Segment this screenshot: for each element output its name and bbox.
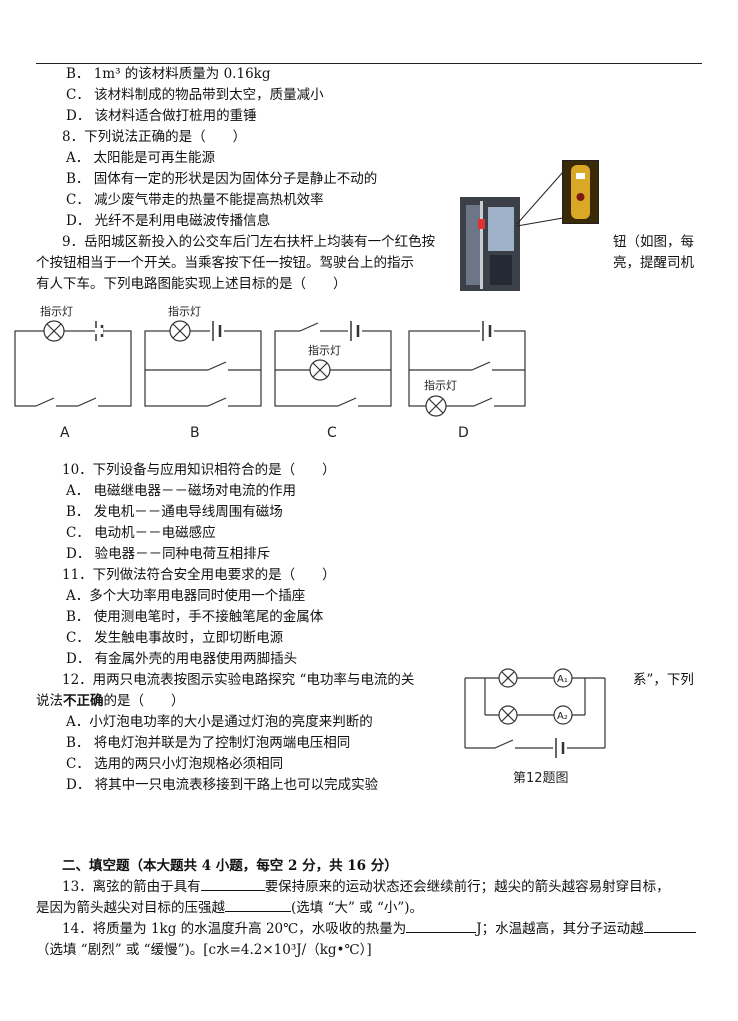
q14-blank-1[interactable] (406, 920, 477, 933)
q9-stem-line1: 9．岳阳城区新投入的公交车后门左右扶杆上均装有一个红色按 (62, 234, 436, 250)
q12-emphasis: 不正确 (63, 693, 104, 709)
q11-option-d: D． 有金属外壳的用电器使用两脚插头 (66, 651, 298, 667)
q9-stem-line2-end: 亮，提醒司机 (613, 255, 694, 271)
q7-option-c: C． 该材料制成的物品带到太空，质量减小 (66, 87, 324, 103)
q10-option-c: C． 电动机－－电磁感应 (66, 525, 216, 541)
q12-option-c: C． 选用的两只小灯泡规格必须相同 (66, 756, 284, 772)
circuit-c-label: C (327, 425, 337, 441)
circuit-a-label: A (60, 425, 70, 441)
circuit-d (408, 321, 526, 417)
header-rule (36, 63, 702, 64)
bus-interior-photo (460, 197, 520, 291)
circuit-c (274, 321, 392, 410)
q12-stem-line1-end: 系”，下列 (633, 672, 694, 688)
q12-circuit-diagram: A₁ A₂ 第12题图 (464, 668, 606, 786)
q9-stem-line3: 有人下车。下列电路图能实现上述目标的是（ ） (36, 276, 347, 292)
q12-option-d: D． 将其中一只电流表移接到干路上也可以完成实验 (66, 777, 379, 793)
circuit-b-indicator-label: 指示灯 (168, 304, 201, 318)
ammeter-1-label: A₁ (557, 674, 568, 685)
q8-option-c: C． 减少废气带走的热量不能提高热机效率 (66, 192, 324, 208)
q10-option-b: B． 发电机－－通电导线周围有磁场 (66, 504, 283, 520)
circuit-c-indicator-label: 指示灯 (308, 343, 341, 357)
q12-option-b: B． 将电灯泡并联是为了控制灯泡两端电压相同 (66, 735, 351, 751)
q8-stem: 8．下列说法正确的是（ ） (62, 129, 247, 145)
q12-stem-line1: 12．用两只电流表按图示实验电路探究 “电功率与电流的关 (62, 672, 415, 688)
red-button-closeup (562, 160, 599, 224)
circuit-a-indicator-label: 指示灯 (40, 304, 73, 318)
ammeter-2-label: A₂ (557, 711, 568, 722)
circuit-a (14, 320, 132, 410)
q10-option-a: A． 电磁继电器－－磁场对电流的作用 (66, 483, 297, 499)
q8-option-b: B． 固体有一定的形状是因为固体分子是静止不动的 (66, 171, 378, 187)
q10-stem: 10．下列设备与应用知识相符合的是（ ） (62, 462, 336, 478)
q11-stem: 11．下列做法符合安全用电要求的是（ ） (62, 567, 336, 583)
circuit-d-label: D (458, 425, 469, 441)
q12-stem-line2: 说法不正确的是（ ） (36, 693, 185, 709)
circuit-d-indicator-label: 指示灯 (424, 378, 457, 392)
q13-blank-2[interactable] (225, 899, 291, 912)
q11-option-c: C． 发生触电事故时，立即切断电源 (66, 630, 284, 646)
q11-option-a: A．多个大功率用电器同时使用一个插座 (66, 588, 306, 604)
circuit-b-label: B (190, 425, 200, 441)
q13-line1: 13．离弦的箭由于具有要保持原来的运动状态还会继续前行；越尖的箭头越容易射穿目标… (62, 878, 670, 895)
q13-line2: 是因为箭头越尖对目标的压强越(选填 “大” 或 “小”)。 (36, 899, 424, 916)
q9-stem-line1-end: 钮（如图，每 (613, 234, 694, 250)
zoom-callout-lines (516, 171, 564, 227)
q7-option-b: B． 1m³ 的该材料质量为 0.16kg (66, 66, 271, 82)
q9-circuit-diagrams: 指示灯 指示灯 指示灯 指示灯 A B C D (14, 304, 526, 441)
q14-line2: （选填 “剧烈” 或 “缓慢”)。[c水=4.2×10³J/（kg•℃）] (36, 942, 372, 958)
q11-option-b: B． 使用测电笔时，手不接触笔尾的金属体 (66, 609, 324, 625)
q7-option-d: D． 该材料适合做打桩用的重锤 (66, 108, 257, 124)
q14-blank-2[interactable] (643, 920, 696, 933)
q13-blank-1[interactable] (200, 878, 265, 891)
section-2-heading: 二、填空题（本大题共 4 小题，每空 2 分，共 16 分） (62, 858, 398, 874)
q9-stem-line2: 个按钮相当于一个开关。当乘客按下任一按钮。驾驶台上的指示 (36, 255, 414, 271)
circuit-b (144, 320, 262, 410)
q8-option-d: D． 光纤不是利用电磁波传播信息 (66, 213, 271, 229)
q12-option-a: A．小灯泡电功率的大小是通过灯泡的亮度来判断的 (66, 714, 373, 730)
q10-option-d: D． 验电器－－同种电荷互相排斥 (66, 546, 271, 562)
figure-12-caption: 第12题图 (513, 771, 569, 786)
q8-option-a: A． 太阳能是可再生能源 (66, 150, 216, 166)
